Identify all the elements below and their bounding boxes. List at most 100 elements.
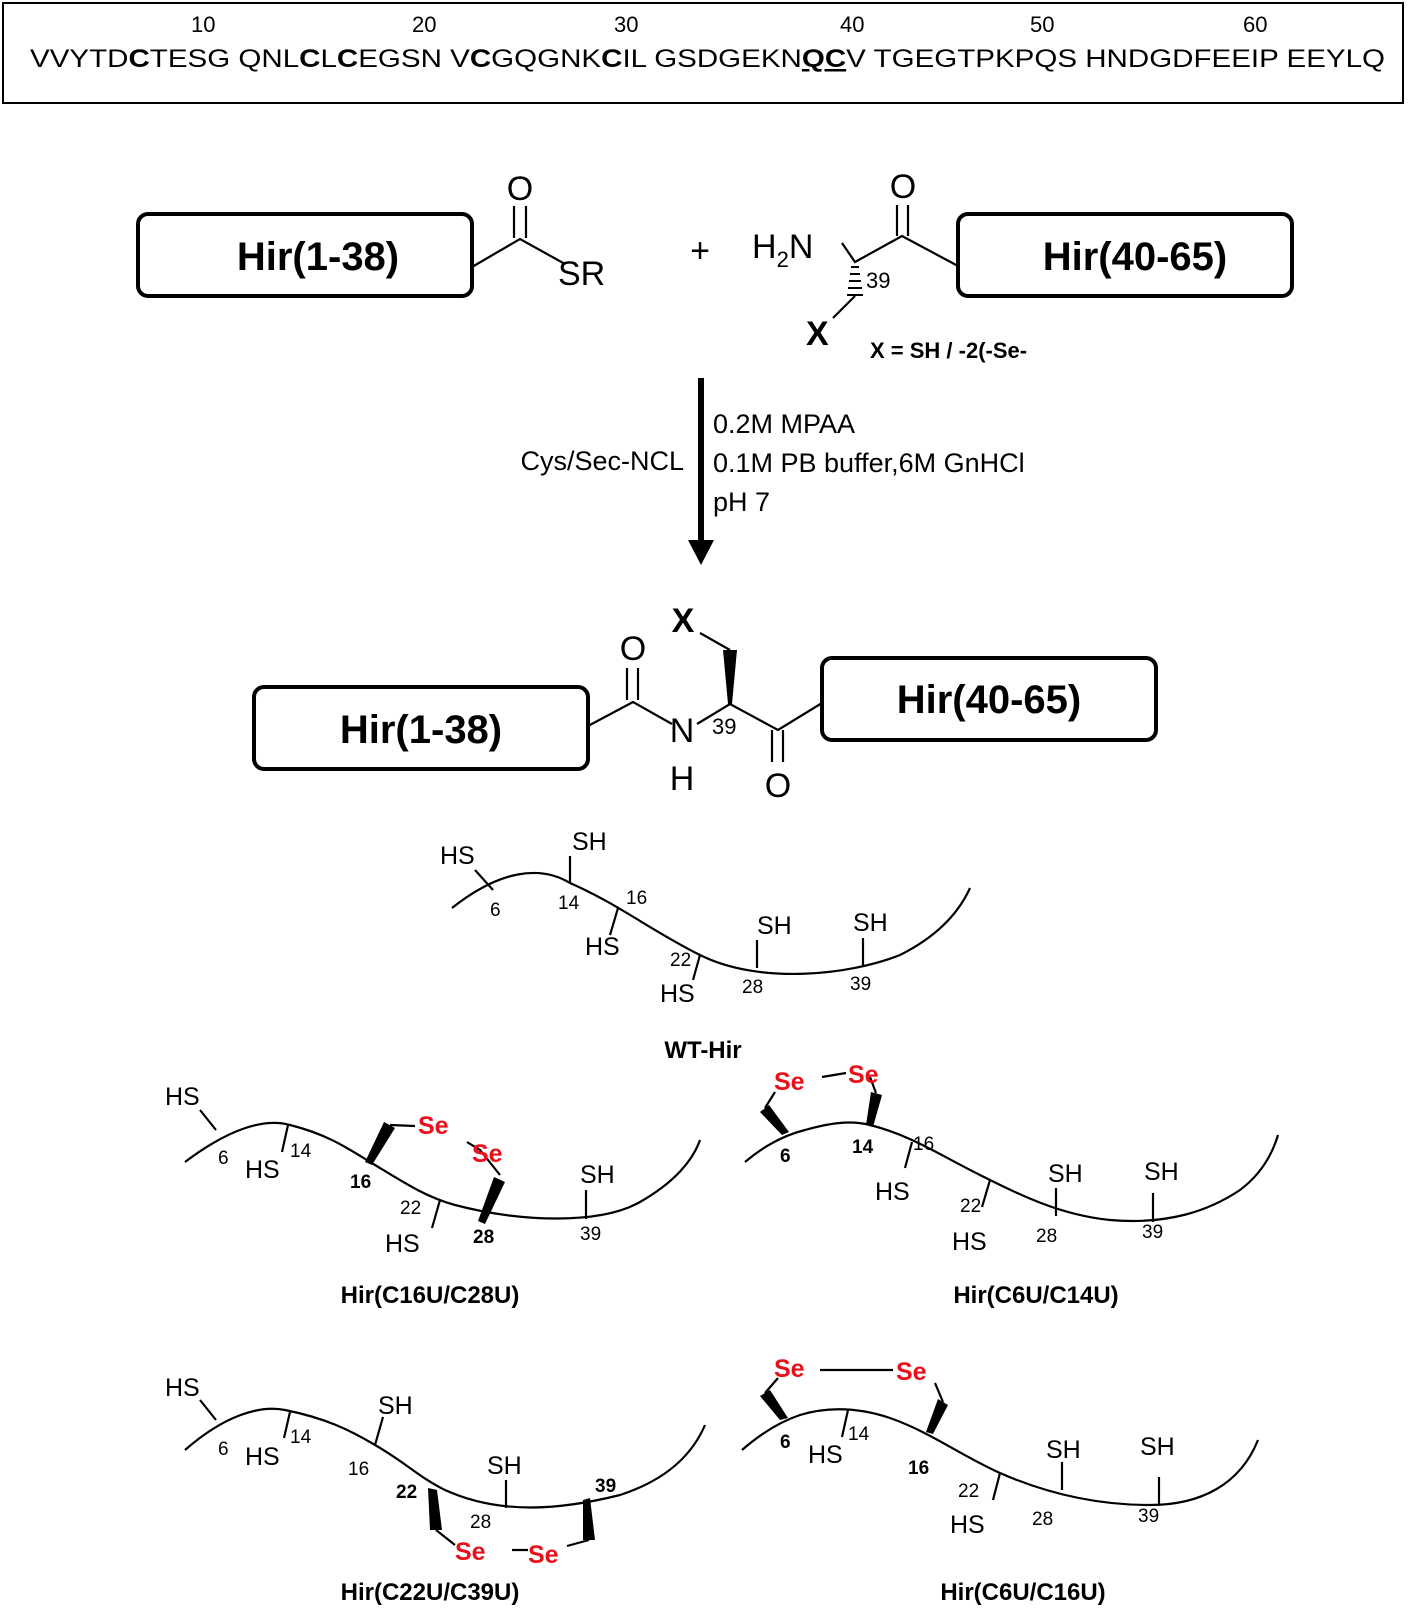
c6u16-thiol-14: HS [808, 1441, 843, 1469]
c6u14-se-bonds [764, 1071, 878, 1109]
c22u-pos-14: 14 [290, 1427, 312, 1448]
c6u16-se-2: Se [896, 1358, 927, 1386]
arrow-head [688, 540, 714, 565]
seq-ligation-site: QC [802, 45, 846, 73]
amine-carbonyl-oxygen: O [890, 168, 916, 206]
c22u-thiol-28: SH [487, 1452, 522, 1480]
c22u-pos-28: 28 [470, 1512, 491, 1533]
c6u14-se-2: Se [848, 1061, 879, 1089]
c22u-thiol-16: SH [378, 1392, 413, 1420]
c6u14-thiol-16: HS [875, 1178, 910, 1206]
amine-n: N [789, 228, 814, 266]
wt-pos-16: 16 [626, 888, 647, 909]
c16u-thiol-6: HS [165, 1083, 200, 1111]
c6u14-pos-6: 6 [780, 1146, 791, 1167]
tick-60: 60 [1243, 12, 1267, 37]
c16u-thiol-14: HS [245, 1156, 280, 1184]
condition-3: pH 7 [713, 487, 770, 517]
amine-subscript: 2 [777, 247, 789, 272]
amine-carbonyl-double-bond [895, 205, 910, 236]
c6u16-caption: Hir(C6U/C16U) [940, 1579, 1105, 1606]
wt-caption: WT-Hir [664, 1037, 741, 1064]
amide-double-bond [625, 668, 640, 700]
fragment-box-right [956, 212, 1294, 298]
c22u-pos-16: 16 [348, 1459, 369, 1480]
variant-c6u-c14u: Se Se HS HS SH SH 6 14 16 22 28 39 Hir(C… [744, 1061, 1280, 1309]
amide-bonds [587, 700, 673, 727]
c6u16-thiol-39: SH [1140, 1433, 1175, 1461]
c6u16-thiol-22: HS [950, 1511, 985, 1539]
c6u14-side-chains [903, 1141, 1155, 1222]
c22u-side-chains [199, 1399, 508, 1508]
tick-20: 20 [412, 12, 436, 37]
tick-50: 50 [1030, 12, 1054, 37]
c16u-pos-22: 22 [400, 1198, 421, 1219]
product-side-chain [699, 632, 731, 651]
c22u-pos-22: 22 [396, 1482, 417, 1503]
x-atom: X [806, 315, 829, 353]
c6u14-pos-16: 16 [913, 1134, 934, 1155]
c6u16-side-chains [840, 1409, 1161, 1505]
tick-10: 10 [191, 12, 215, 37]
fragment-box-left [136, 212, 474, 298]
amine-h: H [752, 228, 777, 266]
wt-thiol-6: HS [440, 842, 475, 870]
c6u14-wedge-6 [760, 1105, 789, 1135]
c6u16-pos-28: 28 [1032, 1509, 1053, 1530]
c6u16-pos-39: 39 [1138, 1506, 1159, 1527]
c6u14-thiol-28: SH [1048, 1160, 1083, 1188]
backbone-bonds [841, 234, 959, 267]
c6u16-thiol-28: SH [1046, 1436, 1081, 1464]
condition-2: 0.1M PB buffer,6M GnHCl [713, 448, 1025, 478]
c6u16-pos-6: 6 [780, 1432, 791, 1453]
variant-c16u-c28u: Se Se HS HS HS SH 6 14 16 22 28 39 Hir(C… [165, 1083, 702, 1309]
c16u-pos-6: 6 [218, 1148, 229, 1169]
seq-seg: TESG QNL [150, 45, 299, 73]
c16u-wedge-16 [365, 1122, 395, 1165]
amide-nitrogen: N [670, 712, 695, 750]
c16u-backbone [184, 1121, 702, 1220]
product-label-left: Hir(1-38) [340, 708, 502, 752]
thioester-bonds [471, 237, 566, 268]
product-carbonyl-oxygen: O [765, 767, 791, 805]
c22u-wedge-22 [428, 1488, 442, 1530]
seq-seg: GQGNK [491, 45, 601, 73]
c6u14-se-1: Se [774, 1068, 805, 1096]
c16u-pos-16: 16 [350, 1172, 371, 1193]
c6u16-pos-16: 16 [908, 1458, 929, 1479]
carbonyl-oxygen: O [507, 170, 533, 208]
c16u-wedge-28 [478, 1177, 505, 1224]
variant-c22u-c39u: Se Se HS HS SH SH 6 14 16 22 28 39 Hir(C… [165, 1374, 707, 1606]
wt-pos-22: 22 [670, 950, 691, 971]
seq-seg: IL GSDGEKN [622, 45, 801, 73]
seq-cys-28: C [601, 45, 622, 73]
c6u14-pos-14: 14 [852, 1137, 874, 1158]
c6u14-caption: Hir(C6U/C14U) [953, 1282, 1118, 1309]
c22u-pos-6: 6 [218, 1439, 229, 1460]
c6u16-se-bonds [764, 1368, 945, 1403]
product-box-right [820, 656, 1158, 742]
variant-wt: HS SH HS HS SH SH 6 14 16 22 28 39 WT-Hi… [440, 828, 972, 1064]
amine-group: H2N [752, 228, 813, 272]
wt-thiol-39: SH [853, 909, 888, 937]
c16u-thiol-22: HS [385, 1230, 420, 1258]
ligation-product: Hir(1-38) O N H X 39 O Hir(40-65) [252, 602, 1158, 805]
seq-seg: EGSN V [358, 45, 470, 73]
wt-thiol-14: SH [572, 828, 607, 856]
thioester-sr: SR [558, 255, 605, 293]
wt-backbone [451, 871, 972, 976]
wt-pos-14: 14 [558, 893, 580, 914]
c6u16-pos-14: 14 [848, 1424, 870, 1445]
wt-pos-39: 39 [850, 974, 871, 995]
c6u14-pos-39: 39 [1142, 1222, 1163, 1243]
c6u14-thiol-39: SH [1144, 1158, 1179, 1186]
condition-1: 0.2M MPAA [713, 409, 855, 439]
c22u-se-2: Se [528, 1541, 559, 1569]
c16u-side-chains [199, 1109, 588, 1229]
c6u16-se-1: Se [774, 1355, 805, 1383]
wt-thiol-16: HS [585, 933, 620, 961]
wt-thiol-22: HS [660, 980, 695, 1008]
wt-pos-6: 6 [490, 900, 501, 921]
